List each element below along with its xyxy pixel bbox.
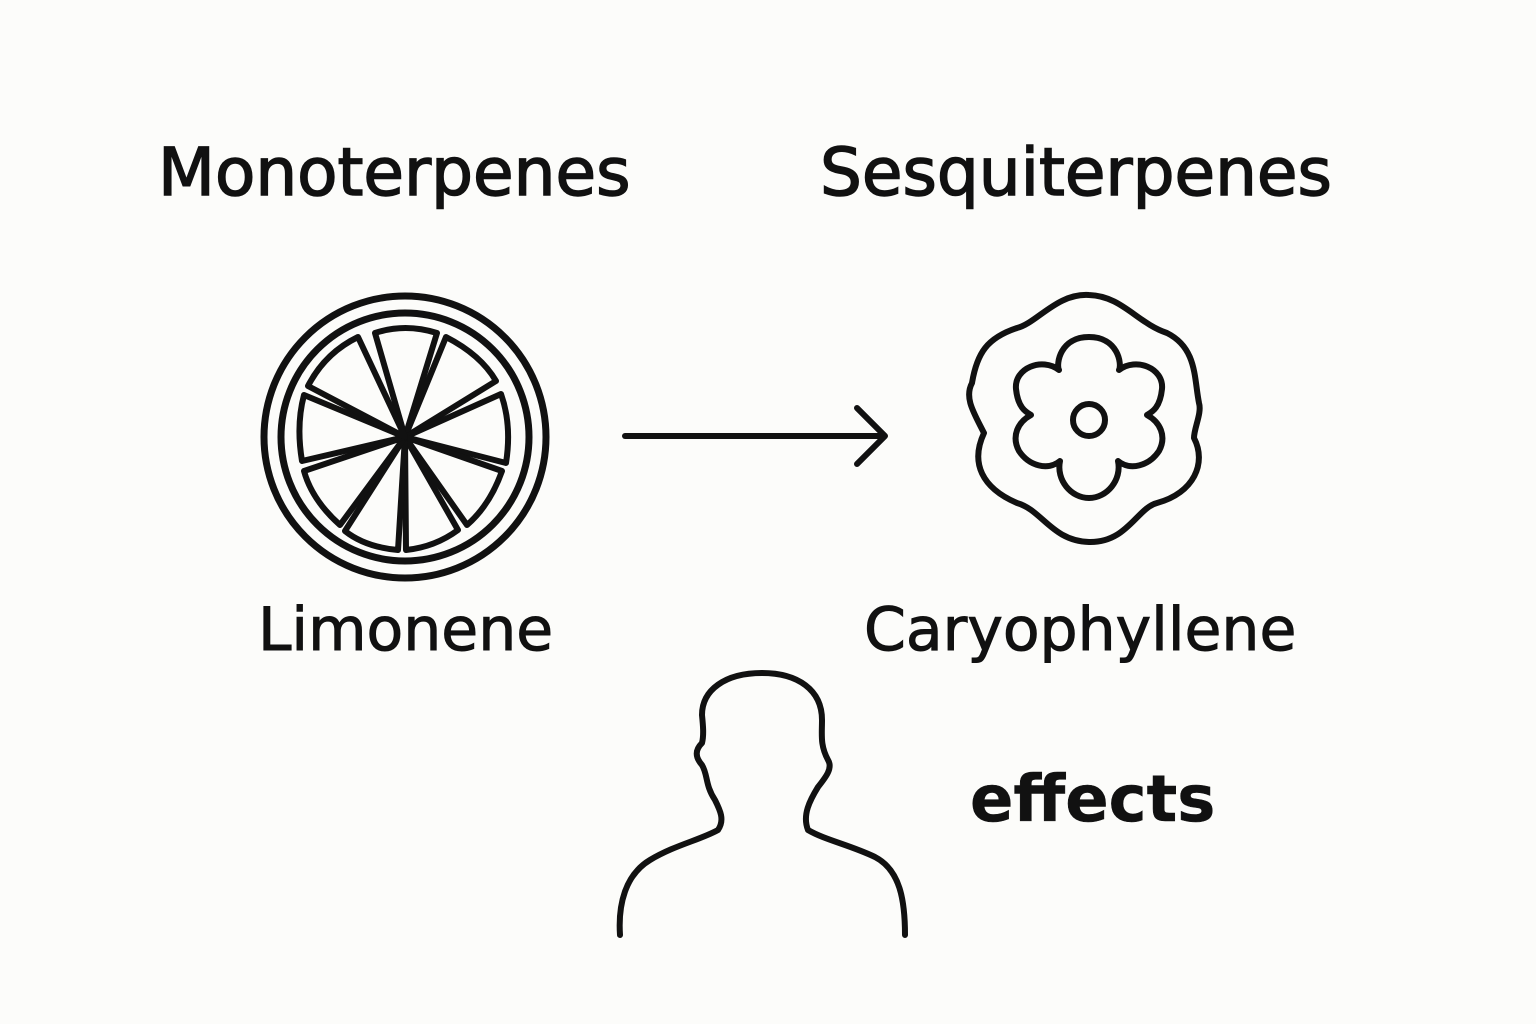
limonene-label: Limonene	[257, 595, 554, 665]
monoterpenes-heading: Monoterpenes	[157, 134, 631, 211]
person-silhouette-icon	[616, 670, 908, 938]
flower-icon	[966, 291, 1203, 546]
effects-label: effects	[970, 763, 1216, 837]
arrow-right-icon	[622, 405, 888, 467]
sesquiterpenes-heading: Sesquiterpenes	[819, 134, 1332, 211]
citrus-slice-icon	[260, 292, 550, 582]
caryophyllene-label: Caryophyllene	[863, 595, 1297, 665]
